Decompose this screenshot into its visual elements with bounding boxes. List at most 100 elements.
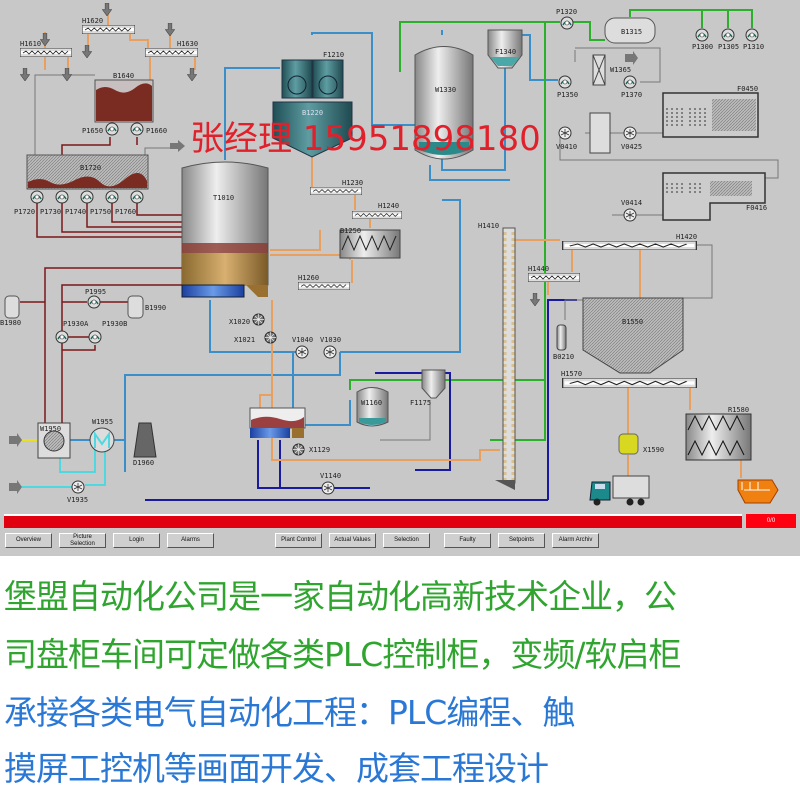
label-p1320: P1320 [556, 8, 577, 16]
plant-control-button[interactable]: Plant Control [275, 533, 322, 548]
label-b1980: B1980 [0, 319, 21, 327]
tank-w1160[interactable] [356, 387, 389, 427]
alarms-button[interactable]: Alarms [167, 533, 214, 548]
bucket-elevator-h1410[interactable] [495, 227, 516, 490]
pump-p1995[interactable] [87, 295, 101, 309]
watermark-contact: 张经理 15951898180 [190, 119, 541, 159]
hopper-b1220[interactable] [272, 101, 353, 158]
stack-d1960[interactable] [133, 422, 157, 458]
label-f0450: F0450 [737, 85, 758, 93]
conveyor-h1230[interactable] [310, 187, 362, 195]
discharge-arrow-icon [62, 68, 72, 81]
heat-exchanger-w1955[interactable] [89, 427, 115, 453]
valve-v1040[interactable] [295, 345, 309, 359]
sensor-b0210[interactable] [556, 324, 567, 351]
label-d1960: D1960 [133, 459, 154, 467]
pump-p1310[interactable] [745, 28, 759, 42]
filter-f1210[interactable] [281, 59, 344, 99]
rotary-valve-x1129[interactable] [292, 443, 305, 456]
label-x1129: X1129 [309, 446, 330, 454]
tank-b1990[interactable] [127, 295, 144, 319]
alarm-status-bar[interactable] [4, 514, 742, 528]
filter-unit-f0450[interactable] [662, 92, 759, 138]
tank-w1330[interactable] [414, 46, 474, 160]
incinerator-w1950[interactable] [37, 422, 71, 459]
pump-p1730[interactable] [55, 190, 69, 204]
filter-f1340[interactable] [487, 29, 523, 69]
conveyor-h1610[interactable] [20, 48, 72, 57]
label-h1230: H1230 [342, 179, 363, 187]
pump-p1350[interactable] [558, 75, 572, 89]
picture-selection-button[interactable]: Picture Selection [59, 533, 106, 548]
setpoints-button[interactable]: Setpoints [498, 533, 545, 548]
valve-v0414[interactable] [623, 208, 637, 222]
screw-b1250[interactable] [339, 229, 401, 259]
faulty-button[interactable]: Faulty [444, 533, 491, 548]
actual-values-button[interactable]: Actual Values [329, 533, 376, 548]
filter-f1175[interactable] [421, 369, 446, 399]
loader-x1590[interactable] [618, 433, 639, 455]
conveyor-h1570[interactable] [562, 378, 697, 388]
label-p1930a: P1930A [63, 320, 89, 328]
pump-p1305[interactable] [721, 28, 735, 42]
rotary-valve-x1021[interactable] [264, 331, 277, 344]
label-v1040: V1040 [292, 336, 313, 344]
hopper-basin[interactable] [249, 407, 306, 438]
valve-v1030[interactable] [323, 345, 337, 359]
bin-b1640[interactable] [94, 79, 154, 123]
conveyor-h1240[interactable] [352, 211, 402, 219]
tank-b1315[interactable] [604, 17, 656, 44]
alarm-counter[interactable]: 0/0 [746, 514, 796, 528]
valve-v0410[interactable] [558, 126, 572, 140]
valve-v1935[interactable] [71, 480, 85, 494]
conveyor-h1620[interactable] [82, 25, 135, 34]
label-v0410: V0410 [556, 143, 577, 151]
heat-exchanger-w1365[interactable] [592, 54, 606, 86]
basin-b1720[interactable] [26, 154, 149, 190]
label-b1990: B1990 [145, 304, 166, 312]
alarm-archive-button[interactable]: Alarm Archiv [552, 533, 599, 548]
label-t1010: T1010 [213, 194, 234, 202]
label-r1580: R1580 [728, 406, 749, 414]
rotary-valve-x1020[interactable] [252, 313, 265, 326]
label-v0414: V0414 [621, 199, 642, 207]
pump-p1300[interactable] [695, 28, 709, 42]
conveyor-h1440[interactable] [528, 273, 580, 282]
label-h1620: H1620 [82, 17, 103, 25]
login-button[interactable]: Login [113, 533, 160, 548]
outlet-arrow-icon [625, 51, 638, 65]
label-h1440: H1440 [528, 265, 549, 273]
pump-p1650[interactable] [105, 122, 119, 136]
pump-p1750[interactable] [105, 190, 119, 204]
label-f1210: F1210 [323, 51, 344, 59]
label-p1305: P1305 [718, 43, 739, 51]
silo-b1550[interactable] [582, 297, 684, 374]
valve-v1140[interactable] [321, 481, 335, 495]
label-w1950: W1950 [40, 425, 61, 433]
conveyor-h1260[interactable] [298, 282, 350, 290]
conveyor-h1630[interactable] [145, 48, 198, 57]
pump-p1320[interactable] [560, 16, 574, 30]
pump-p1930a[interactable] [55, 330, 69, 344]
container-bin-icon [737, 479, 779, 504]
tank-t1010[interactable] [181, 161, 269, 298]
sieve-filter [589, 112, 611, 154]
label-b1220: B1220 [302, 109, 323, 117]
selection-button[interactable]: Selection [383, 533, 430, 548]
pump-p1930b[interactable] [88, 330, 102, 344]
pump-p1720[interactable] [30, 190, 44, 204]
overview-button[interactable]: Overview [5, 533, 52, 548]
pump-p1370[interactable] [623, 75, 637, 89]
label-b1250: B1250 [340, 227, 361, 235]
label-x1020: X1020 [229, 318, 250, 326]
valve-v0425[interactable] [623, 126, 637, 140]
label-b1720: B1720 [80, 164, 101, 172]
conveyor-h1420[interactable] [562, 241, 697, 250]
filter-unit-f0416[interactable] [662, 172, 766, 221]
dryer-r1580[interactable] [685, 413, 752, 461]
label-p1995: P1995 [85, 288, 106, 296]
pump-p1760[interactable] [130, 190, 144, 204]
tank-b1980[interactable] [4, 295, 20, 319]
pump-p1660[interactable] [130, 122, 144, 136]
pump-p1740[interactable] [80, 190, 94, 204]
